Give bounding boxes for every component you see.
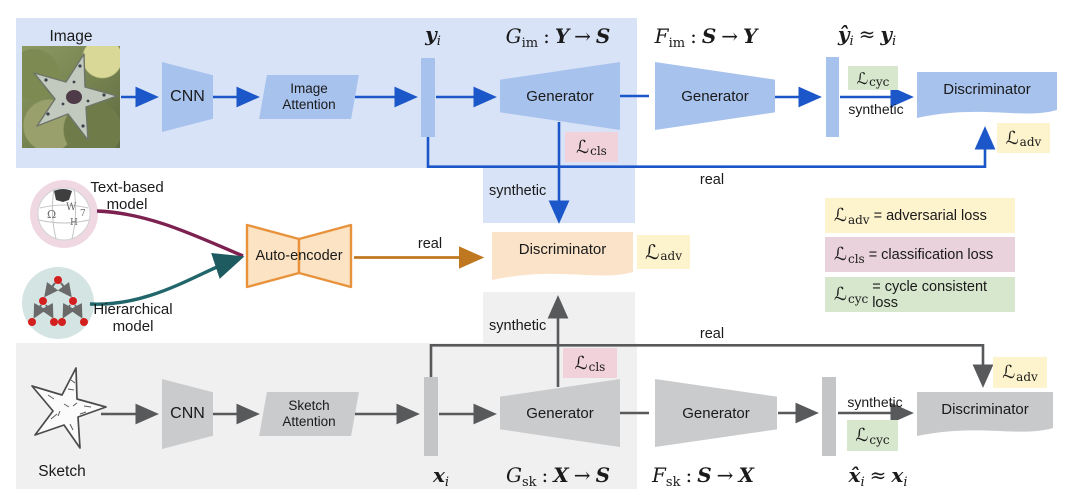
- cnn-block-image: CNN: [162, 62, 213, 132]
- cnn-block-sketch: CNN: [162, 379, 213, 449]
- text-model-circle: Ω W H 7: [30, 180, 98, 248]
- discriminator-semantic: Discriminator: [492, 232, 633, 286]
- svg-text:W: W: [66, 202, 77, 213]
- image-attention-line2: Attention: [282, 97, 336, 112]
- image-attention-block: Image Attention: [259, 75, 359, 119]
- synthetic-label-image-mid: synthetic: [489, 183, 547, 199]
- synthetic-label-sketch-mid: synthetic: [489, 318, 547, 334]
- hierarchy-tree-icon: [28, 276, 88, 326]
- feature-bar-xi: [424, 377, 438, 456]
- feature-bar-yi: [421, 58, 435, 137]
- sketch-input-label: Sketch: [38, 463, 86, 480]
- discriminator-shape: [492, 232, 633, 280]
- sketch-attention-line2: Attention: [282, 414, 336, 429]
- real-label-sketch: real: [699, 326, 725, 342]
- feature-bar-yhat: [826, 57, 839, 137]
- hierarchical-model-circle: [22, 267, 94, 339]
- svg-text:Ω: Ω: [47, 208, 56, 221]
- discriminator-shape: [917, 392, 1053, 436]
- real-label-image: real: [699, 172, 725, 188]
- image-input-label: Image: [49, 28, 93, 45]
- feature-bar-xhat: [822, 377, 836, 456]
- wire-text-model: [96, 209, 244, 258]
- generator-sketch-backward: Generator: [655, 379, 777, 447]
- autoencoder-shape: [245, 223, 353, 289]
- image-attention-line1: Image: [290, 80, 328, 96]
- svg-text:H: H: [70, 218, 78, 228]
- starfish-photo-graphic: [33, 53, 118, 141]
- real-label-autoencoder: real: [417, 236, 443, 252]
- sketch-attention-line1: Sketch: [288, 397, 330, 413]
- discriminator-sketch: Discriminator: [917, 392, 1053, 442]
- generator-label: Generator: [526, 87, 594, 105]
- autoencoder-label: Auto-encoder: [255, 248, 343, 264]
- svg-text:7: 7: [80, 209, 86, 219]
- cnn-label-image: CNN: [170, 88, 205, 105]
- synthetic-label-image-right: synthetic: [848, 101, 904, 117]
- discriminator-label: Discriminator: [941, 401, 1029, 418]
- hierarchical-model-label: Hierarchical model: [93, 301, 173, 336]
- generator-label: Generator: [682, 404, 750, 422]
- text-model-label: Text-based model: [90, 179, 164, 214]
- generator-label: Generator: [526, 404, 594, 422]
- sketch-attention-block: Sketch Attention: [259, 392, 359, 436]
- wire-hierarchical-model: [89, 253, 245, 306]
- wikipedia-globe-icon: Ω W H 7: [37, 187, 91, 241]
- starfish-sketch-graphic: [31, 367, 107, 449]
- image-photo: [22, 46, 120, 148]
- discriminator-label: Discriminator: [518, 241, 607, 258]
- discriminator-image: Discriminator: [917, 72, 1057, 124]
- discriminator-shape: [917, 72, 1057, 118]
- cnn-label-sketch: CNN: [170, 405, 205, 422]
- generator-label: Generator: [681, 87, 749, 105]
- generator-image-backward: Generator: [655, 62, 775, 130]
- synthetic-label-sketch-right: synthetic: [847, 394, 903, 410]
- discriminator-label: Discriminator: [943, 81, 1031, 98]
- sketch-drawing: [24, 362, 108, 460]
- autoencoder-block: Auto-encoder: [245, 223, 353, 289]
